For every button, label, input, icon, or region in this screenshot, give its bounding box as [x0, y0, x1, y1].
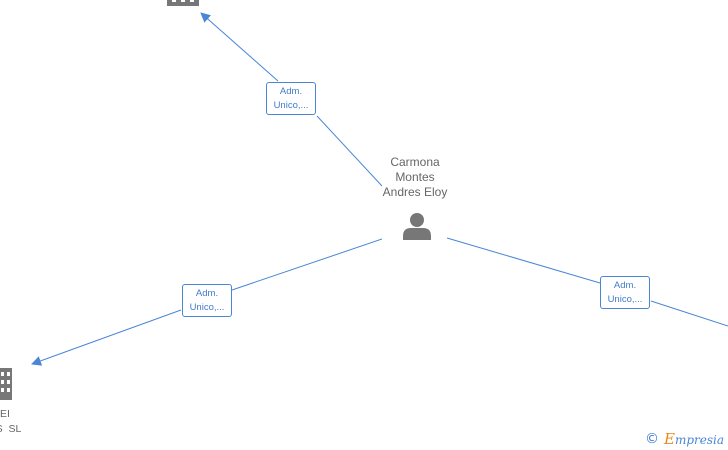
person-name-line: Carmona [390, 155, 440, 169]
role-line: Unico,... [189, 302, 225, 313]
edge-role-label-right[interactable]: Adm. Unico,... [600, 276, 650, 309]
edge-line-top [200, 12, 279, 82]
role-line: Adm. [613, 280, 637, 291]
copyright-icon: © [644, 431, 659, 447]
edge-role-label-top[interactable]: Adm. Unico,... [266, 82, 316, 115]
person-name-line: Andres Eloy [382, 185, 448, 199]
company-building-icon-top[interactable] [167, 0, 199, 6]
edge-line-right-lower [650, 300, 728, 327]
person-name-label[interactable]: Carmona Montes Andres Eloy [365, 155, 465, 200]
company-building-icon-left[interactable] [0, 368, 12, 400]
brand-logo: Empresia [664, 430, 724, 448]
edge-line-left [231, 238, 383, 291]
edge-line-top-lower [316, 115, 383, 187]
edge-line-left-lower [31, 309, 182, 366]
company-name-line: EI [0, 408, 10, 420]
brand-logo-initial: E [663, 430, 675, 448]
watermark: © Empresia [645, 430, 724, 448]
role-line: Unico,... [273, 100, 309, 111]
person-name-line: Montes [395, 170, 435, 184]
edge-line-right [446, 237, 601, 284]
role-line: Adm. [279, 86, 303, 97]
company-name-label-left[interactable]: EI AS SL [0, 407, 40, 437]
company-name-line: AS SL [0, 423, 22, 435]
role-line: Unico,... [607, 294, 643, 305]
person-icon[interactable] [403, 213, 431, 240]
brand-logo-rest: mpresia [674, 433, 724, 447]
edge-role-label-left[interactable]: Adm. Unico,... [182, 284, 232, 317]
role-line: Adm. [195, 288, 219, 299]
